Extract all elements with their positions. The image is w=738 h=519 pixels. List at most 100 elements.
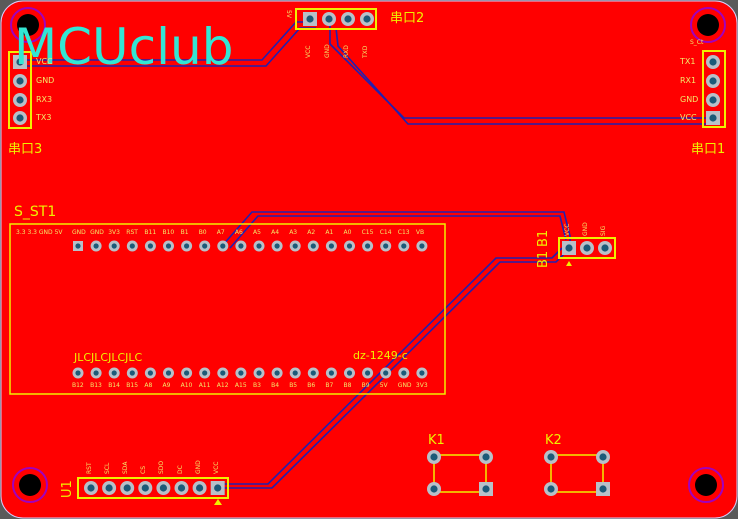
module-model: dz-1249-c [353,349,408,362]
module-top-pin [271,240,283,252]
k2-pad [544,450,558,464]
u1-pin-1 [102,481,117,495]
b1-pin-label: SIG [600,225,607,236]
module-top-pin-label: C14 [379,229,392,236]
port3-outline [8,51,32,129]
u1-pin-label: GND [194,460,202,474]
k2-pad [596,450,610,464]
module-top-pin [163,240,174,252]
u1-outline [77,477,229,499]
k2-pad [596,482,610,496]
module-bottom-pin-label: 5V [379,382,388,389]
port3-pin-label: VCC [36,57,53,66]
port3-pin-label: RX3 [36,95,53,104]
module-top-pin-label: B0 [198,229,207,236]
port1-tag: S_Ct [690,39,704,46]
module-top-pin [90,240,102,252]
module-bottom-pin [398,367,410,379]
port1-name: 串口1 [691,142,726,157]
module-top-pin-label: A2 [307,229,316,236]
module-top-pin [362,240,374,252]
module-bottom-pin [181,367,193,379]
module-top-pin-label: B10 [162,229,175,236]
module-bottom-pin-label: A11 [198,382,211,389]
module-top-pin-label: GND [90,229,104,236]
port2-side-mark: 5V [285,10,292,18]
port1-pin-3 [706,111,720,125]
module-top-pin-label: VB [415,229,425,236]
module-top-pin [217,240,229,252]
module-top-pin [398,240,410,252]
port2-pin-label: RXD [343,45,350,58]
module-outline [9,223,446,395]
module-bottom-pin [325,367,337,379]
k1-name: K1 [428,433,445,448]
port1-pin-label: VCC [680,113,697,122]
module-bottom-pin-label: B12 [72,382,84,389]
module-top-pin-label: B1 [180,229,189,236]
u1-pin-5 [174,481,189,495]
u1-pin-label: VCC [212,461,220,474]
port1-outline [702,50,726,128]
module-top-pin [253,240,265,252]
module-bottom-pin [163,367,174,379]
module-top-pin [307,240,319,252]
module-bottom-pin-label: A10 [180,382,193,389]
module-top-pin-label: A6 [234,229,243,236]
u1-pin-4 [156,481,171,495]
port1-pin-1 [706,74,720,88]
u1-pin-label: DC [176,465,184,474]
module-bottom-pin [344,367,355,379]
module-top-pin-label: C13 [397,229,410,236]
b1-pin-1 [580,241,594,255]
module-top-pin [126,240,138,252]
module-top-pin [416,240,428,252]
k1-pad [479,450,493,464]
module-bottom-pin [235,367,247,379]
module-top-pin-label: A4 [271,229,280,236]
port1-pin-label: TX1 [680,57,696,66]
port2-outline [295,8,377,30]
port2-pin-label: GND [324,44,331,58]
b1-pin-2 [598,241,612,255]
module-bottom-pin [416,367,428,379]
port3-pin-label: TX3 [36,113,52,122]
u1-pin-0 [84,481,98,495]
module-top-pin [199,240,211,252]
module-top-pin-label: A3 [289,229,298,236]
module-bottom-pin [72,367,84,379]
port2-pin-1 [322,12,336,26]
u1-pin-7 [210,481,225,495]
module-bottom-pin [271,367,283,379]
module-top-pin-label: B11 [144,229,157,236]
module-bottom-pin-label: B8 [343,382,352,389]
module-top-pin-label: RST [126,229,138,236]
module-bottom-pin [307,367,319,379]
port2-pin-label: VCC [305,45,312,58]
module-top-label: 3.3 3.3 GND 5V [16,229,63,236]
b1-pin1-marker [566,261,572,266]
b1-pin-0 [562,241,576,255]
module-bottom-pin-label: B15 [126,382,139,389]
u1-pin-label: RST [86,462,93,474]
module-top-pin-label: C15 [361,229,374,236]
module-name: S_ST1 [14,204,57,220]
module-bottom-pin [253,367,265,379]
module-top-pin [181,240,193,252]
b1-pin-label: VCC [564,223,571,236]
module-top-pin [325,240,337,252]
k2-outline [550,454,604,493]
mount-hole-bl [12,467,48,503]
u1-pin1-marker [214,499,222,505]
port2-pin-3 [360,12,374,26]
k1-outline [433,454,487,493]
mount-hole-tr [690,7,726,43]
port3-pin-0 [13,55,27,69]
u1-pin-6 [192,481,207,495]
brand-logo: MCUclub [14,18,234,76]
module-bottom-pin-label: A15 [234,382,247,389]
module-bottom-pin-label: B4 [271,382,280,389]
module-top-pin-label: GND [72,229,86,236]
